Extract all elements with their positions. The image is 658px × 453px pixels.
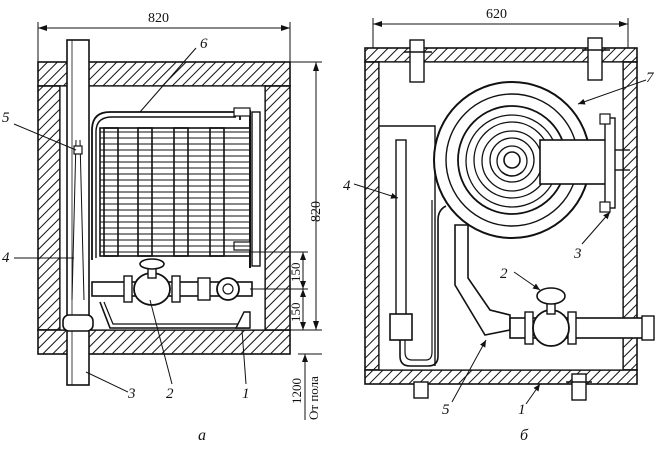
panel-a-150-upper-label: 150: [288, 263, 303, 283]
panel-b-tube: [389, 139, 447, 367]
panel-b: 620: [343, 7, 655, 444]
panel-b-callouts: 7 4 3 2 5 1: [343, 70, 655, 418]
panel-a: 820: [2, 11, 324, 444]
panel-b-label-1: 1: [518, 402, 526, 418]
panel-a-label-5: 5: [2, 110, 10, 126]
panel-b-coil-exchanger: [433, 81, 630, 239]
panel-a-label-4: 4: [2, 250, 10, 266]
panel-b-label-7: 7: [646, 70, 655, 86]
panel-a-heater: [91, 107, 261, 268]
panel-a-height-dimension: 820: [290, 61, 324, 331]
panel-a-width-label: 820: [148, 11, 169, 26]
panel-a-floor-text: От пола: [306, 376, 321, 420]
panel-a-riser-pipe: [62, 39, 94, 386]
panel-a-150-lower-label: 150: [288, 303, 303, 323]
panel-a-height-label: 820: [309, 201, 324, 222]
panel-a-valve: [91, 258, 253, 306]
panel-a-floor-dimension: 1200 От пола: [289, 353, 322, 420]
panel-b-width-label: 620: [486, 7, 507, 22]
panel-a-tray: [99, 301, 251, 329]
panel-a-callouts: 6 5 4 3 2 1: [2, 36, 250, 402]
panel-a-label-1: 1: [242, 386, 250, 402]
panel-a-label-2: 2: [166, 386, 174, 402]
panel-b-label-5: 5: [442, 402, 450, 418]
panel-b-duct: [454, 224, 511, 336]
coil-ring: [489, 137, 535, 183]
panel-b-label-4: 4: [343, 178, 351, 194]
panel-a-label-3: 3: [127, 386, 136, 402]
panel-a-150-dimensions: 150 150: [250, 251, 308, 331]
panel-a-floor-value: 1200: [289, 378, 304, 404]
panel-b-label-3: 3: [573, 246, 582, 262]
panel-a-width-dimension: 820: [37, 11, 291, 62]
panel-b-valve: [509, 287, 655, 347]
panel-a-caption: а: [198, 427, 206, 444]
panel-b-label-2: 2: [500, 266, 508, 282]
panel-b-width-dimension: 620: [372, 7, 629, 48]
panel-b-caption: б: [520, 427, 529, 444]
panel-a-label-6: 6: [200, 36, 208, 52]
